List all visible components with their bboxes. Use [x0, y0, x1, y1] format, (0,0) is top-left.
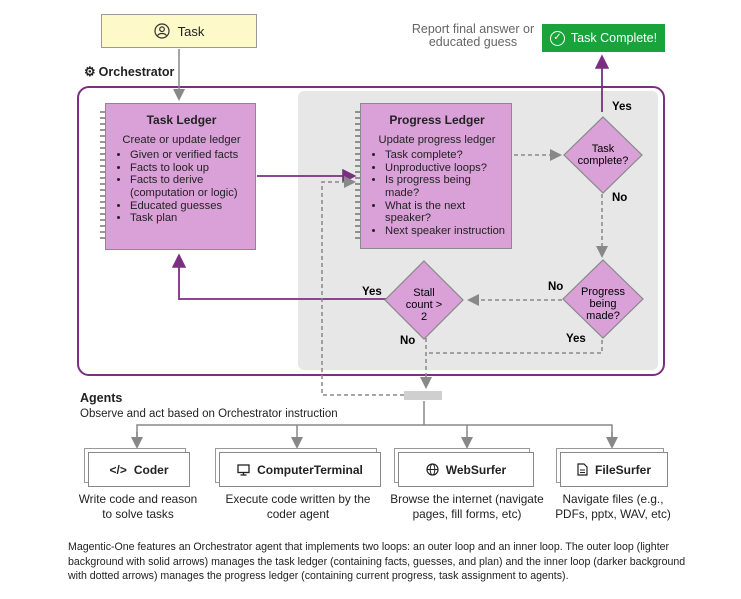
progress-ledger-item: Task complete? — [385, 149, 507, 162]
task-complete-decision: Task complete? — [563, 116, 643, 194]
task-ledger-subtitle: Create or update ledger — [122, 133, 241, 146]
file-icon — [577, 463, 588, 476]
code-icon: </> — [109, 462, 127, 477]
label-no-complete: No — [612, 192, 627, 204]
task-ledger-item: Task plan — [130, 212, 251, 225]
agents-title: Agents — [80, 391, 123, 405]
task-complete-line1: Task — [592, 143, 615, 155]
progress-ledger-item: What is the next speaker? — [385, 200, 507, 225]
user-icon — [154, 23, 170, 39]
task-ledger-title: Task Ledger — [146, 113, 217, 127]
svg-text:made?: made? — [586, 310, 620, 322]
agent-file-surfer: FileSurfer — [560, 452, 668, 487]
svg-text:Progress: Progress — [581, 286, 626, 298]
monitor-icon — [237, 463, 250, 476]
task-complete-label: Task Complete! — [570, 31, 658, 45]
task-label: Task — [177, 23, 205, 39]
check-icon: ✓ — [549, 30, 565, 46]
svg-text:being: being — [590, 298, 617, 310]
arrow-agents-to-progress-ledger — [321, 176, 404, 396]
svg-text:count >: count > — [406, 299, 442, 311]
progress-ledger-title: Progress Ledger — [389, 113, 485, 127]
globe-icon — [426, 463, 439, 476]
progress-ledger-item: Next speaker instruction — [385, 225, 507, 238]
agent-coder: </> Coder — [88, 452, 190, 487]
label-no-stall: No — [400, 335, 415, 347]
report-note: Report final answer or educated guess — [411, 22, 535, 49]
progress-ledger: Progress Ledger Update progress ledger T… — [360, 103, 512, 249]
progress-decision: Progress being made? — [562, 259, 644, 339]
task-ledger-item: Facts to derive (computation or logic) — [130, 174, 251, 199]
outer-loop-region — [77, 86, 665, 376]
svg-text:Stall: Stall — [413, 287, 434, 299]
progress-ledger-item: Is progress being made? — [385, 174, 507, 199]
task-ledger-item: Facts to look up — [130, 162, 251, 175]
agent-computer-terminal: ComputerTerminal — [219, 452, 381, 487]
task-complete-node: ✓ Task Complete! — [542, 24, 665, 52]
agents-subtitle: Observe and act based on Orchestrator in… — [80, 408, 338, 420]
figure-caption: Magentic-One features an Orchestrator ag… — [68, 541, 686, 582]
svg-text:2: 2 — [421, 311, 427, 323]
stall-decision: Stall count > 2 — [384, 260, 464, 340]
label-yes-progress: Yes — [566, 333, 586, 345]
task-complete-line2: complete? — [578, 155, 629, 167]
task-ledger-item: Given or verified facts — [130, 149, 251, 162]
agent-file-surfer-desc: Navigate files (e.g.,PDFs, pptx, WAV, et… — [555, 492, 671, 521]
task-node: Task — [101, 14, 257, 48]
agents-fan-out — [136, 424, 613, 446]
arrow-stall-yes-to-task-ledger — [171, 253, 386, 300]
label-yes-stall: Yes — [362, 286, 382, 298]
orchestrator-label: ⚙ Orchestrator — [84, 64, 175, 79]
task-ledger: Task Ledger Create or update ledger Give… — [105, 103, 256, 250]
progress-ledger-item: Unproductive loops? — [385, 162, 507, 175]
gear-icon: ⚙ — [84, 64, 96, 79]
progress-ledger-subtitle: Update progress ledger — [378, 133, 496, 146]
agent-web-surfer: WebSurfer — [398, 452, 534, 487]
task-ledger-item: Educated guesses — [130, 200, 251, 213]
label-yes-complete: Yes — [612, 101, 632, 113]
label-no-progress: No — [548, 281, 563, 293]
agent-junction — [404, 391, 442, 400]
